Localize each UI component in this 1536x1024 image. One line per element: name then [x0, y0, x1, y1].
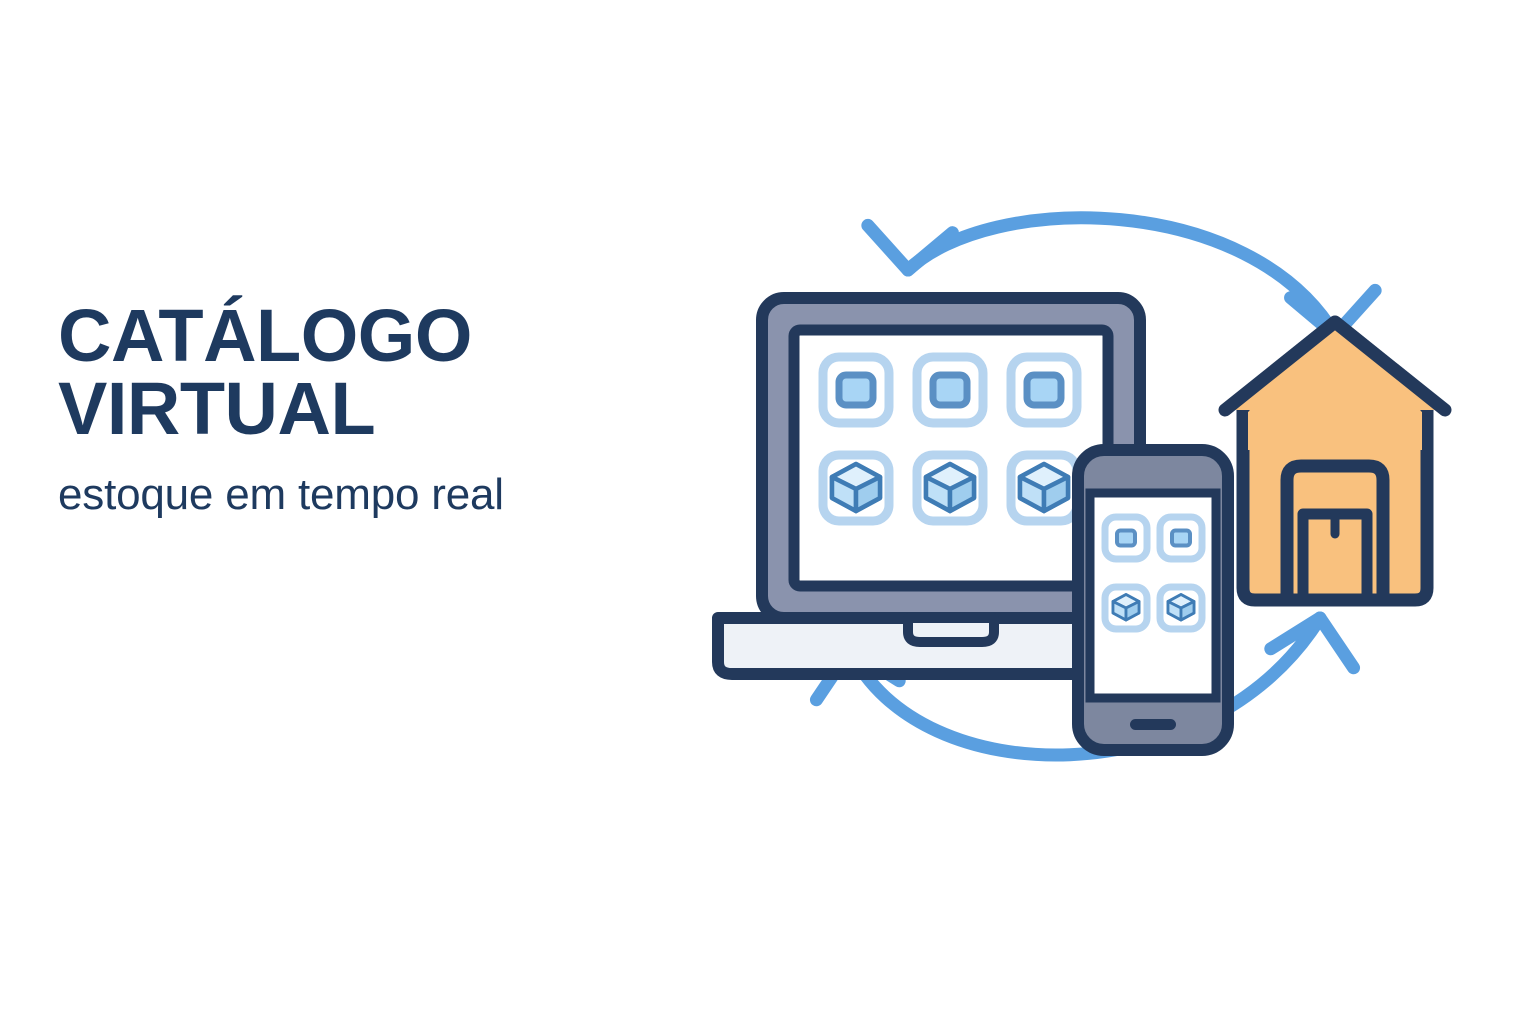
laptop-device — [712, 292, 1190, 680]
laptop-tile — [912, 352, 988, 428]
laptop-tile — [818, 450, 894, 526]
laptop-tile — [1006, 450, 1082, 526]
laptop-tile-row-boxes — [818, 450, 1082, 526]
phone-tile — [1101, 513, 1151, 563]
phone-tile — [1156, 583, 1206, 633]
warehouse-icon — [1218, 315, 1452, 607]
page-title-line-1: CATÁLOGO — [58, 294, 472, 377]
laptop-tile — [818, 352, 894, 428]
phone-tile — [1101, 583, 1151, 633]
phone-tile — [1156, 513, 1206, 563]
page-title-line-2: VIRTUAL — [58, 366, 376, 450]
phone-tile-row-boxes — [1101, 583, 1206, 633]
smartphone-device — [1072, 444, 1234, 756]
phone-tile-row-squares — [1101, 513, 1206, 563]
page-subtitle: estoque em tempo real — [58, 470, 504, 520]
laptop-tile-row-squares — [818, 352, 1082, 428]
laptop-tile — [912, 450, 988, 526]
catalog-sync-illustration — [690, 150, 1470, 830]
laptop-tile — [1006, 352, 1082, 428]
